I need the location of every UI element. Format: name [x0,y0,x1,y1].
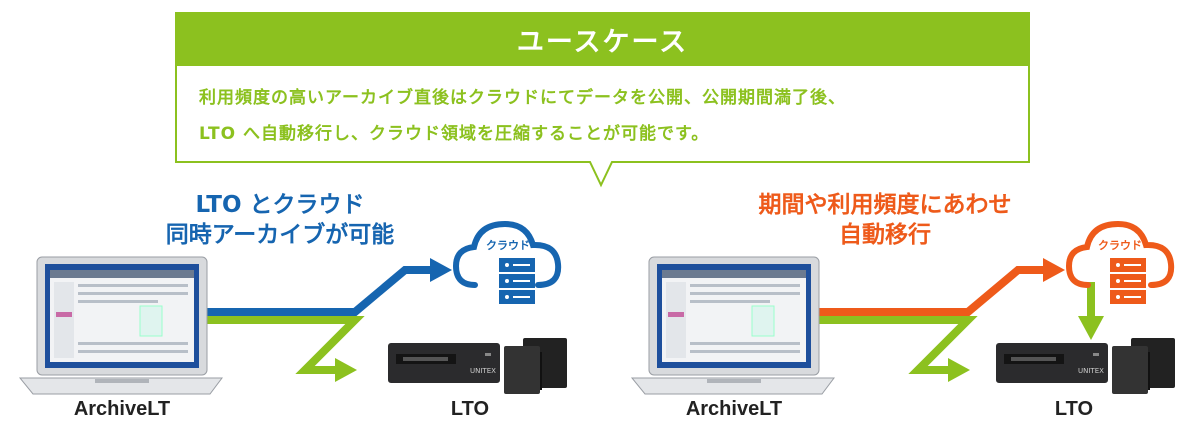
drive-brand-right: UNITEX [1078,367,1104,375]
lto-label-right: LTO [1054,398,1094,420]
right-heading: 期間や利用頻度にあわせ 自動移行 [735,190,1035,250]
tape-cartridge-icon [1112,338,1175,394]
callout-line-2: LTO へ自動移行し、クラウド領域を圧縮することが可能です。 [199,124,710,144]
callout-line-1: 利用頻度の高いアーカイブ直後はクラウドにてデータを公開、公開期間満了後、 [199,88,846,108]
right-heading-line-2: 自動移行 [839,222,931,248]
migration-arrows-right [812,258,1104,382]
laptop-label-right: ArchiveLT [685,398,783,420]
callout-title: ユースケース [175,12,1030,66]
tape-cartridge-icon [504,338,567,394]
left-heading-line-2: 同時アーカイブが可能 [165,222,395,248]
right-heading-line-1: 期間や利用頻度にあわせ [758,192,1012,218]
left-heading: LTO とクラウド 同時アーカイブが可能 [145,190,415,250]
lto-drive-icon [996,343,1108,383]
laptop-icon [630,256,835,395]
cloud-label-left: クラウド [486,239,530,252]
lto-label-left: LTO [450,398,490,420]
cloud-server-icon [1065,220,1175,304]
cloud-label-right: クラウド [1098,239,1142,252]
cloud-server-icon [452,220,562,304]
left-heading-line-1: LTO とクラウド [195,192,365,218]
drive-brand-left: UNITEX [470,367,496,375]
laptop-icon [18,256,223,395]
lto-drive-icon [388,343,500,383]
laptop-label-left: ArchiveLT [73,398,171,420]
callout-outline [175,66,1030,188]
callout-body: 利用頻度の高いアーカイブ直後はクラウドにてデータを公開、公開期間満了後、 LTO… [199,80,1007,152]
sync-arrows-left [200,258,452,382]
